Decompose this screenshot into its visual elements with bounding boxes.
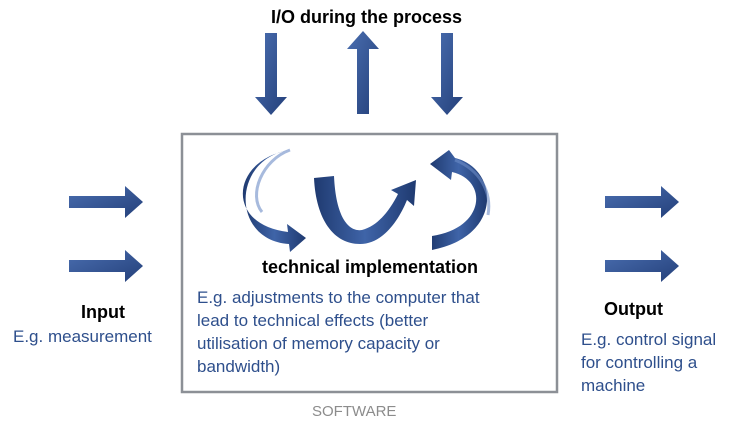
center-description-line: bandwidth) bbox=[197, 357, 281, 376]
arrow-down-icon bbox=[431, 33, 463, 115]
curved-arrow-icon bbox=[314, 176, 416, 244]
curved-arrow-icon bbox=[430, 150, 488, 250]
arrow-right-icon bbox=[605, 186, 679, 218]
software-box bbox=[180, 132, 559, 394]
technical-implementation-title: technical implementation bbox=[262, 257, 479, 277]
input-title: Input bbox=[81, 302, 125, 322]
arrow-down-icon bbox=[255, 33, 287, 115]
input-arrows bbox=[69, 186, 143, 282]
curved-arrow-icon bbox=[242, 150, 306, 252]
output-example: E.g. control signal for controlling a ma… bbox=[581, 328, 736, 397]
arrow-up-icon bbox=[347, 31, 379, 114]
center-description: E.g. adjustments to the computer that le… bbox=[197, 286, 547, 378]
center-description-line: utilisation of memory capacity or bbox=[197, 334, 440, 353]
center-description-line: E.g. adjustments to the computer that bbox=[197, 288, 480, 307]
arrow-right-icon bbox=[605, 250, 679, 282]
software-caption: SOFTWARE bbox=[312, 403, 397, 420]
arrow-right-icon bbox=[69, 186, 143, 218]
io-arrows bbox=[255, 31, 463, 115]
output-example-line: for controlling a bbox=[581, 353, 698, 372]
arrow-right-icon bbox=[69, 250, 143, 282]
output-example-line: machine bbox=[581, 376, 646, 395]
output-arrows bbox=[605, 186, 679, 282]
processing-cycle bbox=[242, 148, 491, 252]
io-during-process-label: I/O during the process bbox=[271, 7, 463, 27]
center-description-line: lead to technical effects (better bbox=[197, 311, 429, 330]
output-title: Output bbox=[604, 299, 663, 319]
output-example-line: E.g. control signal bbox=[581, 330, 717, 349]
input-example: E.g. measurement bbox=[13, 327, 152, 346]
